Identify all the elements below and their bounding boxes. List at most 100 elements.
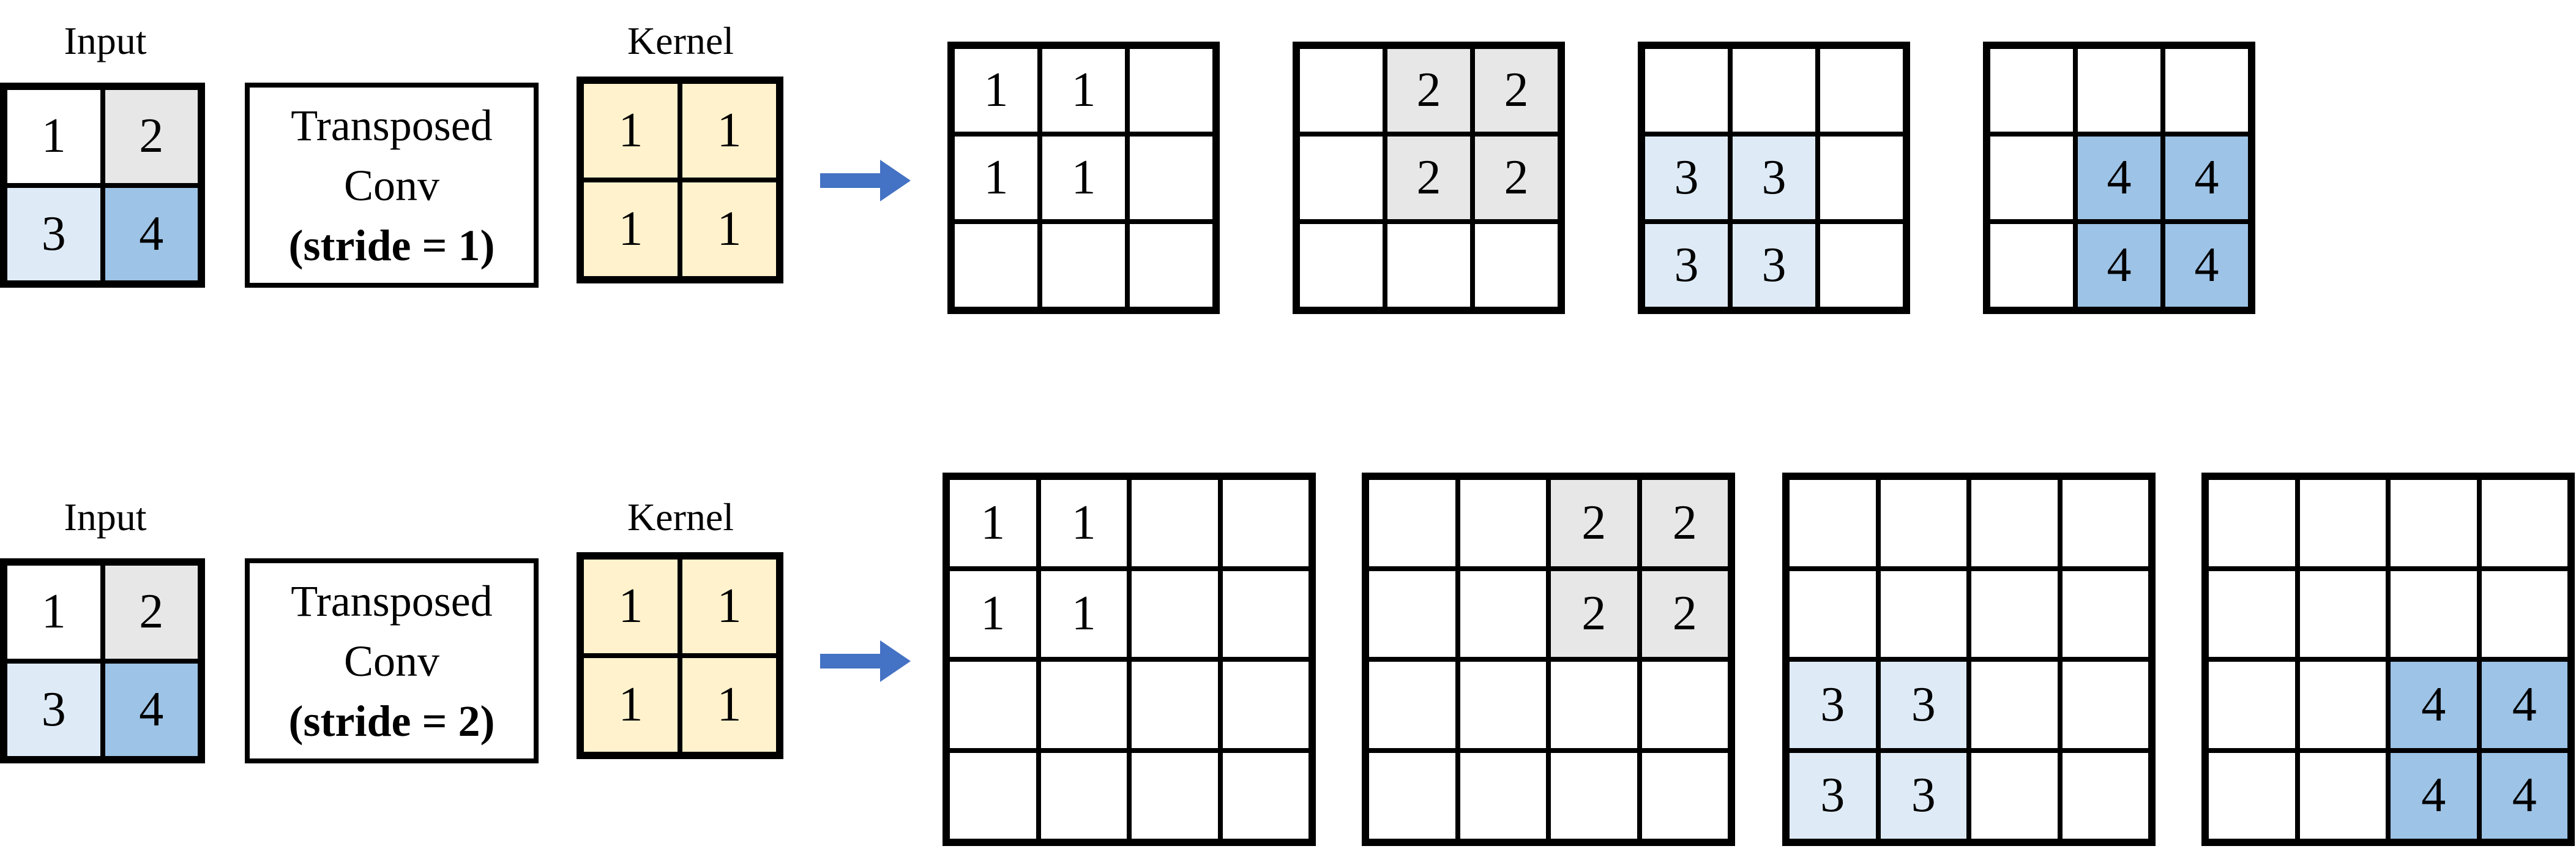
matrix-cell: 1 xyxy=(5,563,103,661)
matrix-cell: 1 xyxy=(947,568,1039,659)
matrix-cell xyxy=(1038,750,1129,841)
matrix-cell: 1 xyxy=(952,134,1040,222)
matrix-cell xyxy=(1787,477,1878,569)
matrix-cell: 2 xyxy=(1473,47,1560,134)
matrix-cell: 1 xyxy=(1040,134,1127,222)
matrix-cell xyxy=(2059,477,2151,569)
matrix-cell xyxy=(2388,568,2479,659)
matrix-cell: 2 xyxy=(102,88,200,185)
matrix-cell xyxy=(2388,477,2479,569)
matrix-cell: 4 xyxy=(2163,222,2250,309)
matrix-cell xyxy=(1367,568,1458,659)
matrix-cell xyxy=(1457,568,1548,659)
matrix-cell: 4 xyxy=(2075,134,2163,222)
matrix-cell xyxy=(1878,568,1969,659)
matrix-cell xyxy=(1639,659,1730,751)
matrix-cell xyxy=(1787,568,1878,659)
matrix-cell xyxy=(2059,659,2151,751)
row2-op-line1: Transposed xyxy=(291,576,493,626)
matrix-cell xyxy=(1129,659,1220,751)
matrix-cell xyxy=(1457,477,1548,569)
matrix-cell: 4 xyxy=(2388,659,2479,751)
matrix-cell: 3 xyxy=(1643,222,1730,309)
matrix-cell xyxy=(1818,222,1905,309)
row1-input-label: Input xyxy=(64,19,147,62)
matrix-cell: 4 xyxy=(2479,659,2570,751)
matrix-cell xyxy=(1969,659,2060,751)
matrix-cell: 1 xyxy=(680,656,778,754)
matrix-cell xyxy=(2297,750,2388,841)
matrix-cell xyxy=(1297,134,1385,222)
matrix-cell xyxy=(1643,47,1730,134)
matrix-cell: 4 xyxy=(2163,134,2250,222)
row2-op-line2: Conv xyxy=(343,636,440,686)
matrix-cell: 3 xyxy=(1878,659,1969,751)
matrix-cell xyxy=(952,222,1040,309)
matrix-cell: 4 xyxy=(102,661,200,758)
matrix-cell xyxy=(2206,568,2298,659)
row2-kernel-label: Kernel xyxy=(627,495,734,539)
matrix-cell xyxy=(947,750,1039,841)
matrix-cell xyxy=(1127,47,1215,134)
matrix-cell xyxy=(1220,659,1311,751)
matrix-cell xyxy=(1127,134,1215,222)
matrix-cell xyxy=(1988,134,2075,222)
matrix-cell: 4 xyxy=(102,185,200,283)
matrix-cell xyxy=(1457,659,1548,751)
matrix-cell xyxy=(1730,47,1818,134)
matrix-cell: 2 xyxy=(1548,477,1640,569)
matrix-cell: 3 xyxy=(1878,750,1969,841)
matrix-cell: 2 xyxy=(1548,568,1640,659)
matrix-cell xyxy=(1548,750,1640,841)
matrix-cell xyxy=(1220,477,1311,569)
matrix-cell: 3 xyxy=(1730,134,1818,222)
matrix-cell: 2 xyxy=(1473,134,1560,222)
matrix-cell xyxy=(2075,47,2163,134)
matrix-cell: 1 xyxy=(952,47,1040,134)
matrix-cell: 3 xyxy=(1730,222,1818,309)
matrix-cell: 1 xyxy=(5,88,103,185)
matrix-cell xyxy=(1220,568,1311,659)
matrix-cell xyxy=(1969,477,2060,569)
matrix-cell: 2 xyxy=(1639,477,1730,569)
matrix-cell: 3 xyxy=(1787,750,1878,841)
matrix-cell xyxy=(2206,659,2298,751)
matrix-cell xyxy=(2297,477,2388,569)
matrix-cell xyxy=(1129,477,1220,569)
matrix-cell: 2 xyxy=(1385,134,1473,222)
matrix-cell xyxy=(1040,222,1127,309)
matrix-cell: 1 xyxy=(680,557,778,656)
matrix-cell xyxy=(1969,568,2060,659)
matrix-cell xyxy=(1988,47,2075,134)
matrix-cell xyxy=(1878,477,1969,569)
matrix-cell xyxy=(2059,750,2151,841)
matrix-cell xyxy=(1038,659,1129,751)
matrix-cell: 4 xyxy=(2479,750,2570,841)
matrix-cell xyxy=(947,659,1039,751)
matrix-cell xyxy=(1988,222,2075,309)
matrix-cell xyxy=(2479,477,2570,569)
row2-arrow-icon xyxy=(820,640,911,682)
row2-operation-box: Transposed Conv (stride = 2) xyxy=(245,558,539,763)
row1-operation-box: Transposed Conv (stride = 1) xyxy=(245,83,539,288)
matrix-cell: 1 xyxy=(581,557,680,656)
matrix-cell xyxy=(1969,750,2060,841)
matrix-cell xyxy=(2163,47,2250,134)
row1-op-stride: (stride = 1) xyxy=(288,220,495,270)
row1-op-line1: Transposed xyxy=(291,100,493,150)
matrix-cell: 3 xyxy=(5,185,103,283)
matrix-cell: 1 xyxy=(581,656,680,754)
row2-op-stride: (stride = 2) xyxy=(288,696,495,746)
row2-input-label: Input xyxy=(64,495,147,539)
matrix-cell xyxy=(1367,750,1458,841)
row1-arrow-icon xyxy=(820,160,911,201)
